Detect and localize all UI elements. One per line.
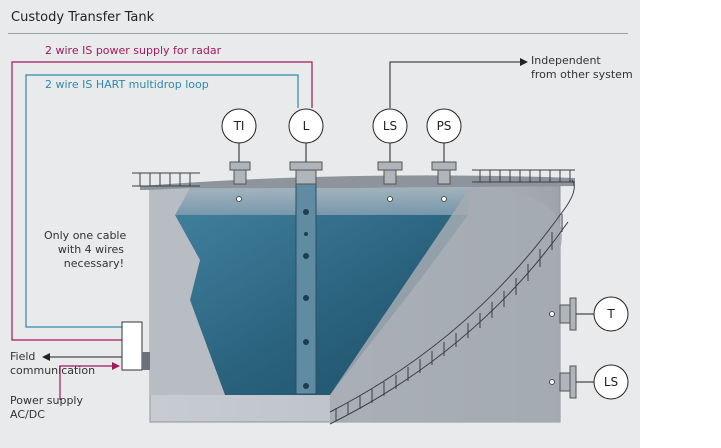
instrument-ti-label: TI	[233, 119, 245, 133]
sensor-dots	[236, 196, 555, 385]
instrument-ti-bubble: TI	[221, 108, 257, 144]
independent-label-line1: Independent	[531, 54, 601, 67]
instrument-t-label: T	[606, 307, 615, 321]
nozzle-t-side	[559, 297, 577, 331]
power-supply-line	[59, 365, 112, 400]
roof-railing-left	[132, 172, 200, 187]
liquid-body	[175, 215, 468, 395]
independent-label-line2: from other system	[531, 68, 633, 81]
instrument-ls-side-label: LS	[604, 375, 618, 389]
instrument-ps-bubble: PS	[426, 108, 462, 144]
tank-cutaway-left	[150, 188, 225, 395]
nozzle-ps	[431, 161, 457, 185]
page-title: Custody Transfer Tank	[11, 10, 155, 25]
hart-loop-label: 2 wire IS HART multidrop loop	[45, 78, 209, 91]
power-line	[11, 61, 313, 341]
field-comm-line2: communication	[10, 364, 96, 377]
roof-railing-right	[472, 169, 575, 183]
vapor-space	[175, 188, 470, 215]
field-comm-arrow	[42, 353, 50, 361]
field-junction-box	[121, 321, 143, 371]
one-cable-line3: necessary!	[63, 257, 124, 270]
instrument-l-label: L	[303, 119, 310, 133]
level-sensor-points	[303, 209, 309, 389]
nozzle-ls	[377, 161, 403, 185]
instrument-ls-side-bubble: LS	[593, 364, 629, 400]
power-supply-arrow	[112, 362, 120, 370]
instrument-t-bubble: T	[593, 296, 629, 332]
instrument-stems	[238, 142, 594, 383]
title-divider	[8, 33, 628, 34]
instrument-ls-top-bubble: LS	[372, 108, 408, 144]
independent-arrow	[520, 58, 528, 66]
spiral-stair	[329, 179, 575, 425]
instrument-ls-top-label: LS	[383, 119, 397, 133]
instrument-l-bubble: L	[288, 108, 324, 144]
nozzle-l	[289, 161, 323, 185]
one-cable-line2: with 4 wires	[57, 243, 124, 256]
one-cable-line1: Only one cable	[44, 229, 127, 242]
nozzle-ti	[229, 161, 251, 185]
tank-shell-curve	[330, 188, 562, 422]
tank-roof	[140, 175, 575, 190]
independent-line	[389, 61, 520, 108]
nozzle-ls-side	[559, 365, 577, 399]
power-supply-line1: Power supply	[10, 394, 83, 407]
instrument-ps-label: PS	[437, 119, 452, 133]
power-supply-line2: AC/DC	[10, 408, 45, 421]
power-radar-label: 2 wire IS power supply for radar	[45, 44, 222, 57]
field-box-cable	[142, 352, 150, 370]
hart-line	[25, 74, 299, 328]
field-comm-line1: Field	[10, 350, 36, 363]
